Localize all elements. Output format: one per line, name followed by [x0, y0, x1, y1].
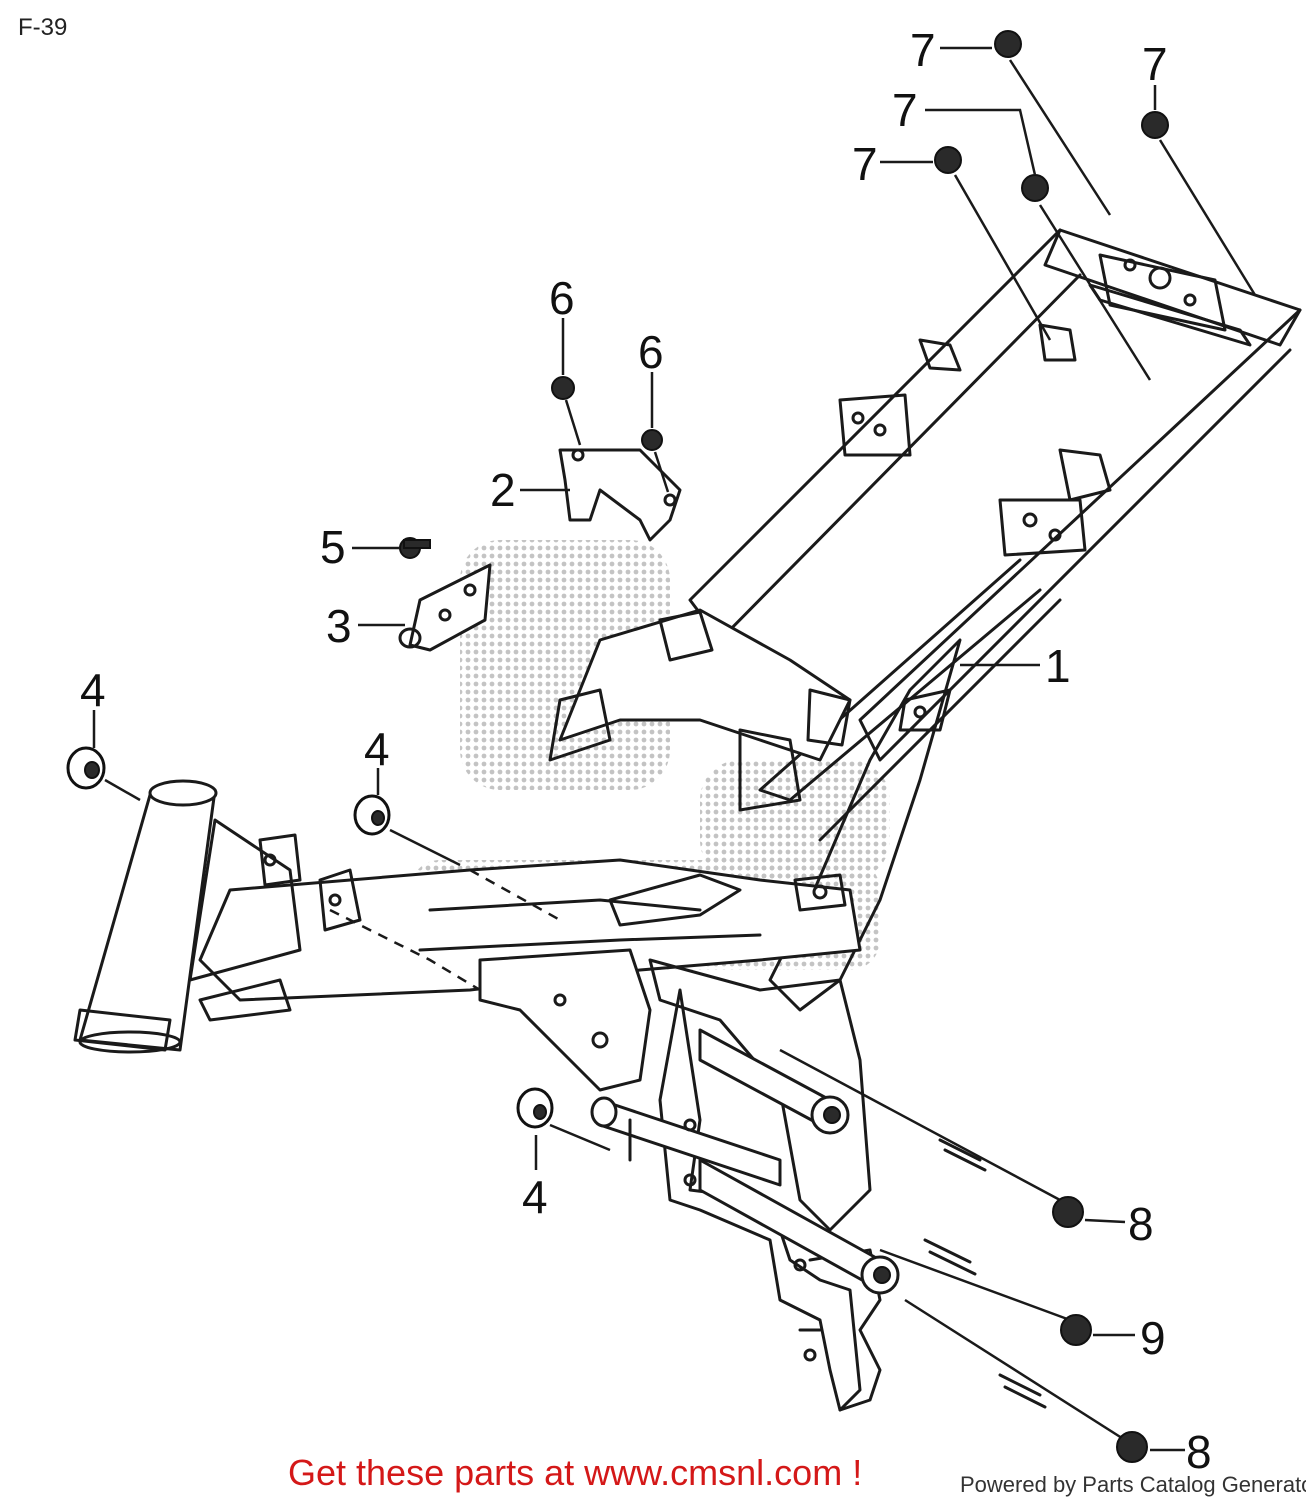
bolt-7-d	[934, 146, 1052, 341]
page-label: F-39	[18, 14, 68, 41]
callout-leaders	[92, 46, 1185, 1452]
callout-3: 3	[326, 600, 352, 652]
bolt-7-b	[1141, 111, 1257, 296]
callout-6-b: 6	[638, 326, 664, 378]
callout-6-a: 6	[549, 272, 575, 324]
callout-4-c: 4	[522, 1171, 548, 1223]
callout-8-b: 8	[1186, 1426, 1212, 1478]
callout-5: 5	[320, 521, 346, 573]
callout-7-c: 7	[892, 84, 918, 136]
callout-1: 1	[1045, 640, 1071, 692]
bolt-8-a	[779, 1048, 1084, 1228]
callout-4-b: 4	[364, 723, 390, 775]
grommet-4-c	[516, 1087, 611, 1152]
bracket-part-3	[398, 563, 492, 652]
bracket-part-2	[558, 448, 682, 542]
screw-5	[399, 537, 431, 559]
callout-8-a: 8	[1128, 1198, 1154, 1250]
main-frame	[73, 228, 1302, 1412]
footer-credit: Powered by Parts Catalog Generator	[960, 1472, 1306, 1497]
bolt-9	[879, 1238, 1092, 1346]
callout-7-d: 7	[852, 138, 878, 190]
grommet-4-a	[66, 746, 141, 802]
callout-7-b: 7	[1142, 38, 1168, 90]
nut-6-b	[641, 429, 670, 493]
callout-2: 2	[490, 464, 516, 516]
bolt-7-a	[994, 30, 1112, 216]
grommet-4-b	[353, 794, 461, 867]
bolt-7-c	[1021, 174, 1152, 381]
callout-9: 9	[1140, 1312, 1166, 1364]
footer-parts-link[interactable]: Get these parts at www.cmsnl.com !	[288, 1452, 863, 1493]
bolt-8-b	[904, 1298, 1148, 1463]
nut-6-a	[551, 376, 582, 446]
dashed-guide	[329, 908, 481, 992]
callout-7-a: 7	[910, 24, 936, 76]
callout-4-a: 4	[80, 664, 106, 716]
